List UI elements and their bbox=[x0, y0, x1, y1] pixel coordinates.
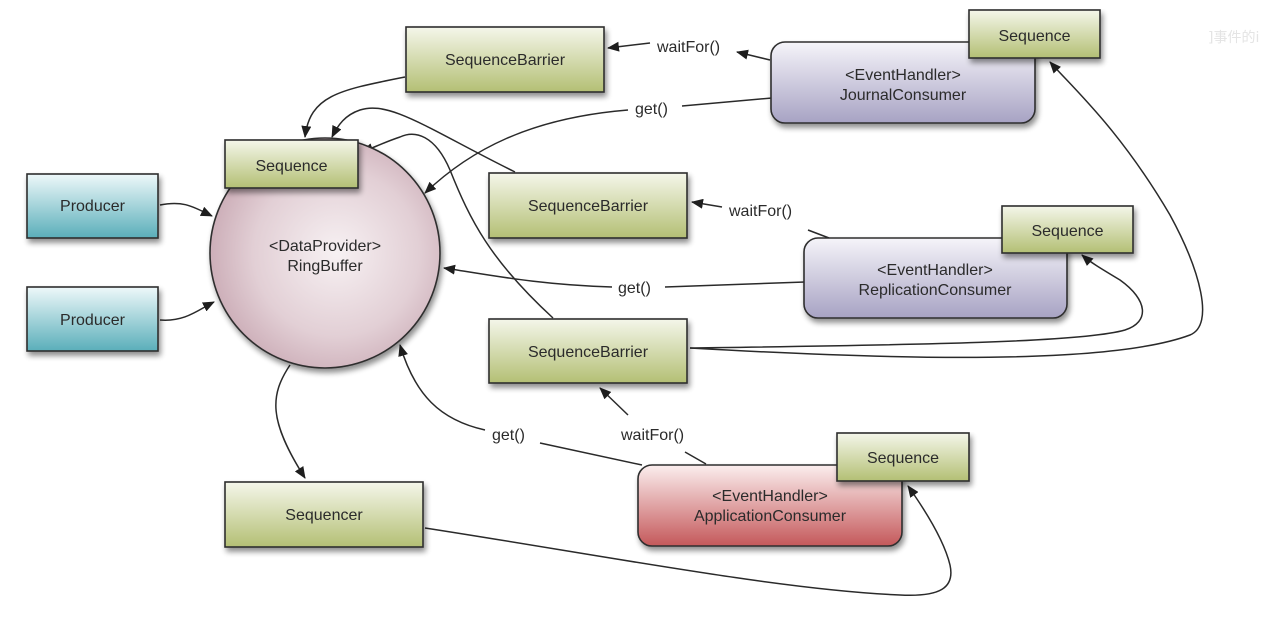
sequence-label: Sequence bbox=[998, 28, 1070, 45]
label-replication-waitfor: waitFor() bbox=[728, 203, 792, 220]
edges bbox=[159, 41, 1204, 597]
edge-replication-barrier2-waitfor bbox=[807, 229, 830, 239]
edge-labels: waitFor() get() waitFor() get() waitFor(… bbox=[492, 39, 792, 444]
edge-journal-ringbuffer-get-tail bbox=[424, 109, 629, 194]
replication-consumer-node[interactable]: <EventHandler> ReplicationConsumer bbox=[803, 237, 1068, 319]
label-journal-waitfor: waitFor() bbox=[656, 39, 720, 56]
application-consumer-label: ApplicationConsumer bbox=[694, 508, 847, 525]
sequencer-node[interactable]: Sequencer bbox=[224, 481, 424, 548]
sequencer-label: Sequencer bbox=[285, 507, 363, 524]
producer-node[interactable]: Producer bbox=[26, 286, 159, 352]
sequence-barrier-node[interactable]: SequenceBarrier bbox=[488, 172, 688, 239]
journal-consumer-label: JournalConsumer bbox=[840, 87, 967, 104]
edge-replication-ringbuffer-get bbox=[664, 281, 806, 288]
edge-replication-barrier2-waitfor-tail bbox=[691, 198, 723, 209]
label-replication-get: get() bbox=[618, 280, 651, 297]
edge-sequencer-applicationseq bbox=[424, 485, 952, 597]
sequence-barrier-label: SequenceBarrier bbox=[528, 344, 649, 361]
edge-barrier3-rbsequence bbox=[361, 133, 554, 319]
journal-consumer-stereotype: <EventHandler> bbox=[845, 67, 961, 84]
application-sequence-node[interactable]: Sequence bbox=[836, 432, 970, 482]
edge-journal-ringbuffer-get bbox=[681, 97, 773, 107]
ringbuffer-stereotype: <DataProvider> bbox=[269, 238, 381, 255]
edge-barrier1-rbsequence bbox=[301, 76, 406, 138]
sequence-barrier-label: SequenceBarrier bbox=[528, 198, 649, 215]
producer-label: Producer bbox=[60, 198, 126, 215]
sequence-barrier-label: SequenceBarrier bbox=[445, 52, 566, 69]
edge-replication-ringbuffer-get-tail bbox=[443, 264, 613, 288]
journal-consumer-node[interactable]: <EventHandler> JournalConsumer bbox=[770, 41, 1036, 124]
journal-sequence-node[interactable]: Sequence bbox=[968, 9, 1101, 59]
application-consumer-node[interactable]: <EventHandler> ApplicationConsumer bbox=[637, 464, 903, 547]
edge-journal-barrier1-waitfor-tail bbox=[607, 41, 651, 52]
replication-consumer-stereotype: <EventHandler> bbox=[877, 262, 993, 279]
sequence-label: Sequence bbox=[255, 158, 327, 175]
label-application-get: get() bbox=[492, 427, 525, 444]
sequence-label: Sequence bbox=[867, 450, 939, 467]
label-journal-get: get() bbox=[635, 101, 668, 118]
edge-application-barrier3-waitfor bbox=[684, 451, 707, 465]
ringbuffer-node[interactable]: <DataProvider> RingBuffer bbox=[209, 137, 441, 369]
edge-producer1-ringbuffer bbox=[159, 202, 213, 217]
producer-label: Producer bbox=[60, 312, 126, 329]
ringbuffer-label: RingBuffer bbox=[287, 258, 363, 275]
application-consumer-stereotype: <EventHandler> bbox=[712, 488, 828, 505]
edge-journal-barrier1-waitfor bbox=[736, 49, 771, 61]
edge-producer2-ringbuffer bbox=[159, 301, 215, 321]
sequence-barrier-node[interactable]: SequenceBarrier bbox=[405, 26, 605, 93]
sequence-label: Sequence bbox=[1031, 223, 1103, 240]
edge-application-ringbuffer-get-tail bbox=[398, 344, 486, 431]
edge-ringbuffer-sequencer bbox=[275, 364, 306, 479]
watermark-text: ]事件的i bbox=[1208, 30, 1259, 46]
label-application-waitfor: waitFor() bbox=[620, 427, 684, 444]
edge-application-barrier3-waitfor-tail bbox=[599, 387, 629, 416]
sequence-barrier-node[interactable]: SequenceBarrier bbox=[488, 318, 688, 384]
edge-application-ringbuffer-get bbox=[539, 442, 643, 466]
edge-barrier3-replicationseq bbox=[689, 254, 1144, 349]
replication-sequence-node[interactable]: Sequence bbox=[1001, 205, 1134, 254]
edge-barrier2-rbsequence bbox=[331, 107, 516, 173]
ringbuffer-sequence-node[interactable]: Sequence bbox=[224, 139, 359, 189]
producer-node[interactable]: Producer bbox=[26, 173, 159, 239]
replication-consumer-label: ReplicationConsumer bbox=[859, 282, 1013, 299]
edge-barrier3-journalseq bbox=[689, 61, 1204, 359]
